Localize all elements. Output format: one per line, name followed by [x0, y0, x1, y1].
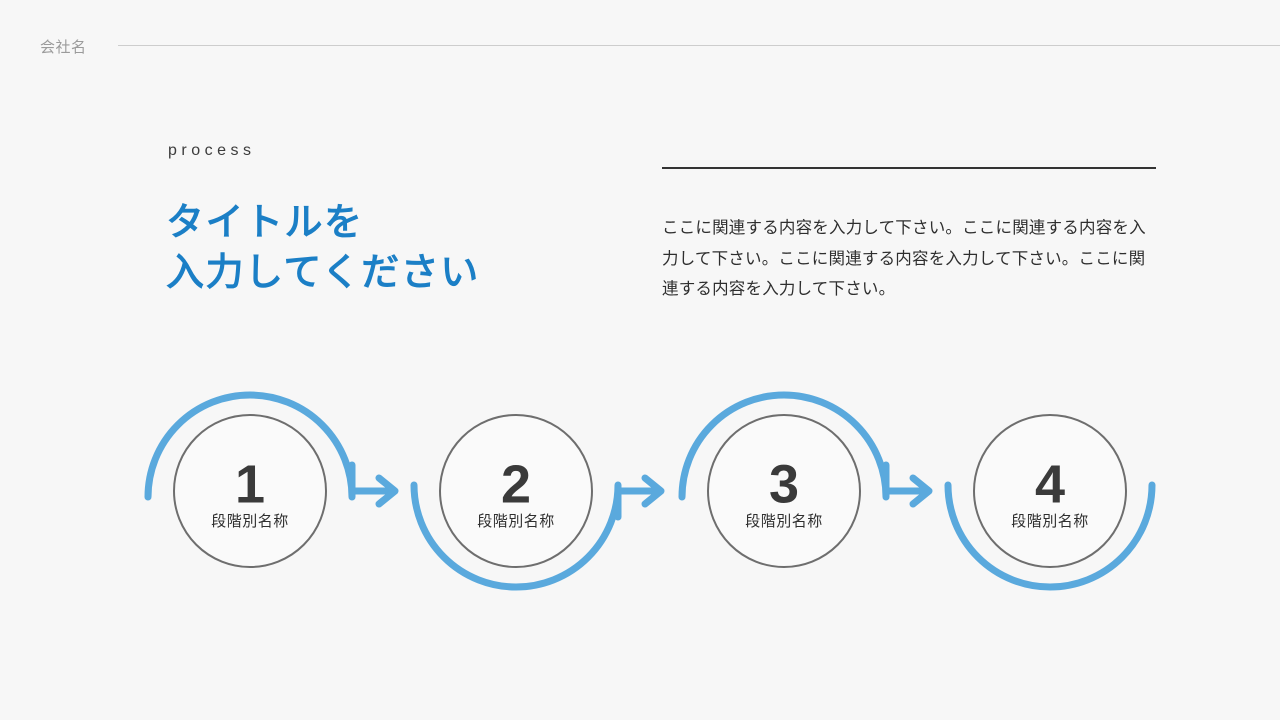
step-1-arrowhead-icon — [375, 474, 399, 508]
body-top-divider — [662, 167, 1156, 169]
step-2-label: 段階別名称 — [477, 513, 555, 530]
company-name-label: 会社名 — [40, 39, 87, 56]
step-2-arrowhead-icon — [641, 474, 665, 508]
step-2-ring — [439, 414, 593, 568]
step-3-arc-icon — [678, 391, 890, 501]
step-2-number: 2 — [501, 454, 531, 514]
step-1-number: 1 — [235, 454, 265, 514]
step-2-arc-icon — [410, 481, 622, 591]
step-3-number: 3 — [769, 454, 799, 514]
step-1-ring — [173, 414, 327, 568]
step-3-arrow-icon — [882, 461, 931, 495]
step-4-label: 段階別名称 — [1011, 513, 1089, 530]
body-paragraph: ここに関連する内容を入力して下さい。ここに関連する内容を入力して下さい。ここに関… — [662, 219, 1146, 299]
process-step-4[interactable]: 4 段階別名称 — [944, 414, 1156, 591]
step-3-ring — [707, 414, 861, 568]
step-1-label: 段階別名称 — [211, 513, 289, 530]
header-divider — [118, 45, 1280, 46]
step-4-ring — [973, 414, 1127, 568]
page-title: タイトルを 入力してください — [166, 202, 480, 295]
process-step-2[interactable]: 2 段階別名称 — [410, 414, 665, 591]
step-2-arrow-icon — [614, 487, 663, 521]
process-diagram: 1 段階別名称 2 段階別名称 3 段階別名称 4 段階別名称 — [0, 360, 1280, 620]
page-header: 会社名 — [0, 0, 1280, 70]
section-eyebrow-label: process — [168, 142, 256, 159]
step-1-arrow-icon — [348, 461, 397, 495]
step-4-arc-icon — [944, 481, 1156, 591]
step-3-label: 段階別名称 — [745, 513, 823, 530]
process-step-1[interactable]: 1 段階別名称 — [144, 391, 399, 568]
step-3-arrowhead-icon — [909, 474, 933, 508]
process-step-3[interactable]: 3 段階別名称 — [678, 391, 933, 568]
step-1-arc-icon — [144, 391, 356, 501]
step-4-number: 4 — [1035, 454, 1065, 514]
